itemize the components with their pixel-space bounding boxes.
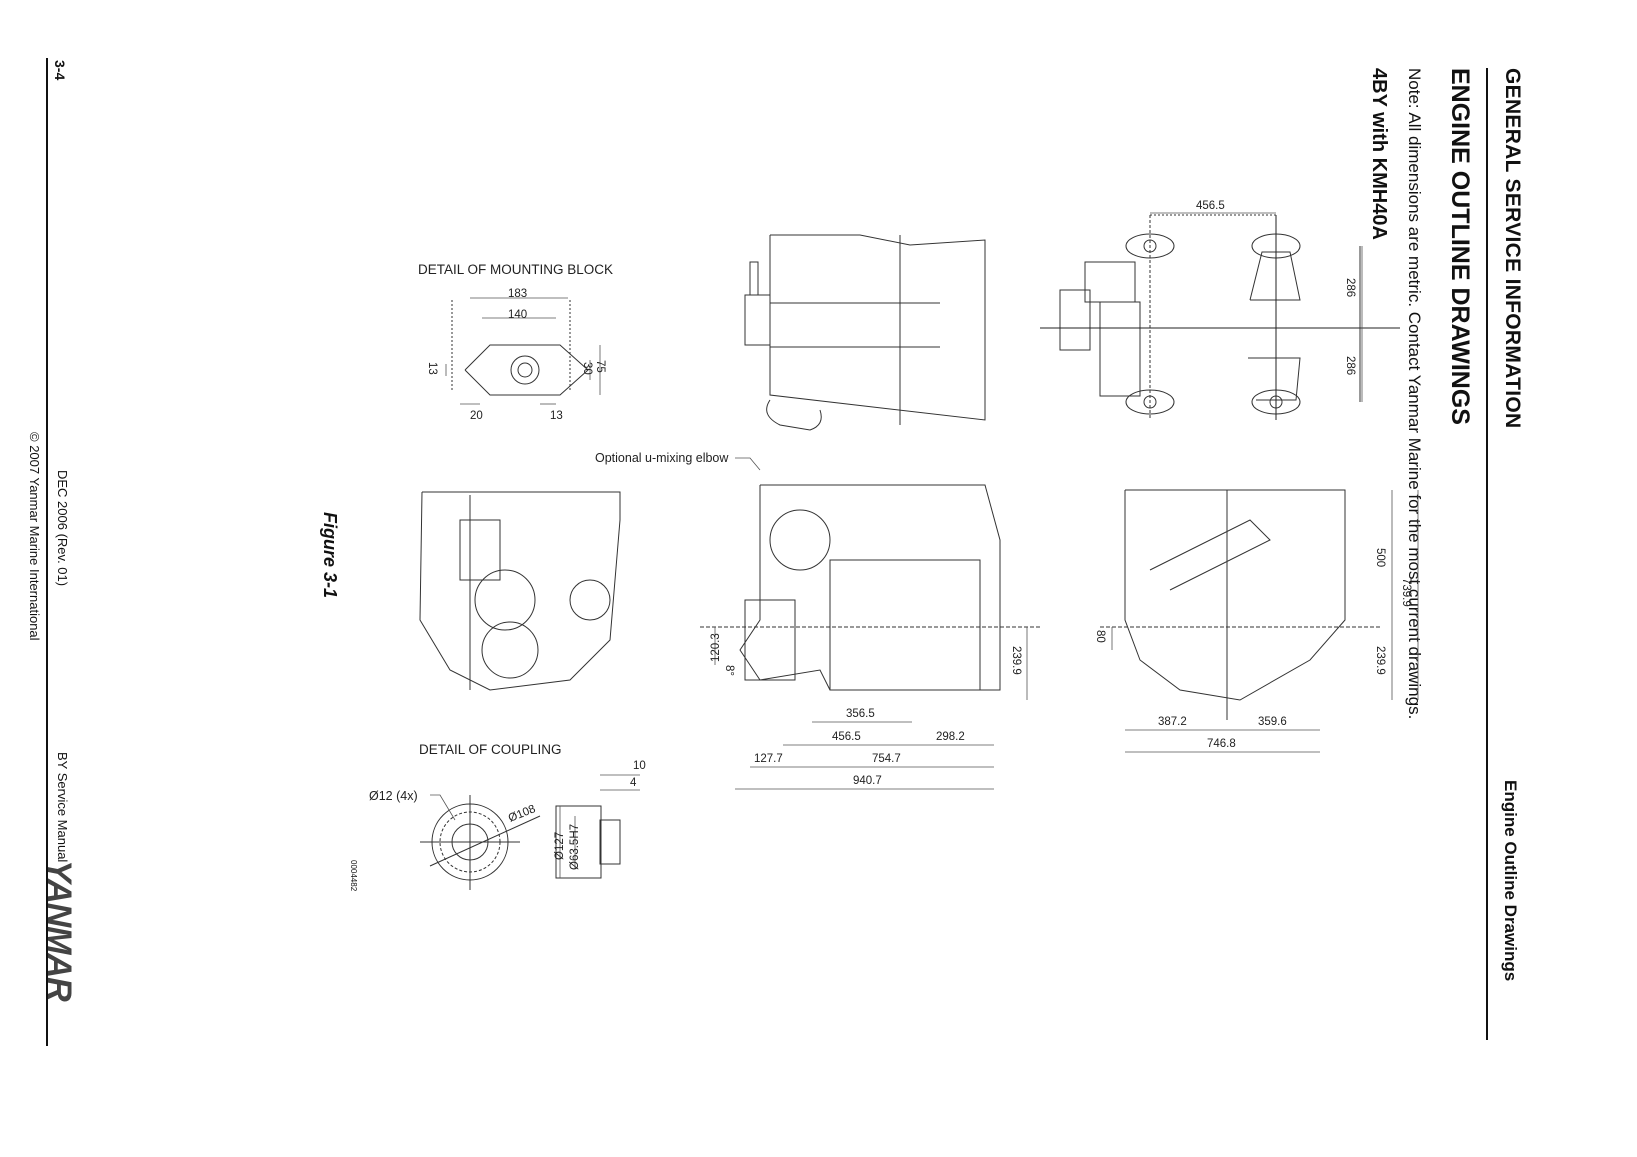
front-view-drawing [419, 491, 621, 691]
dim-cp-63: Ø63.5H7 [569, 823, 581, 870]
dim-rear-387: 387.2 [1158, 716, 1187, 728]
dim-mb-13b: 13 [550, 410, 563, 422]
mounting-block-drawing [451, 300, 589, 396]
dim-top-286a: 286 [1344, 278, 1356, 298]
side-profile-upper [744, 234, 986, 431]
rear-view-drawing [1100, 489, 1380, 720]
dim-mb-140: 140 [508, 309, 528, 321]
dim-cp-10: 10 [633, 760, 646, 772]
side-view-drawing [700, 484, 1040, 691]
dim-side-356: 356.5 [846, 708, 875, 720]
dim-rear-739: 739.9 [1400, 578, 1412, 607]
dim-rear-239: 239.9 [1374, 646, 1386, 675]
dim-mb-30: 30 [581, 362, 593, 375]
dim-mb-183: 183 [508, 288, 528, 300]
dim-side-120: 120.3 [710, 633, 722, 662]
dim-side-239: 239.9 [1010, 646, 1022, 675]
dim-rear-746: 746.8 [1207, 738, 1236, 750]
dim-side-940: 940.7 [853, 775, 882, 787]
dim-rear-80: 80 [1094, 630, 1106, 643]
dim-rear-500: 500 [1374, 548, 1386, 568]
dim-cp-4: 4 [630, 777, 637, 789]
coupling-title: DETAIL OF COUPLING [419, 742, 562, 757]
dim-side-angle: 8° [723, 665, 735, 676]
dim-top-456: 456.5 [1196, 200, 1225, 212]
mixing-elbow-label: Optional u-mixing elbow [595, 451, 729, 465]
dim-mb-20: 20 [470, 410, 483, 422]
dim-side-754: 754.7 [872, 753, 901, 765]
top-view-drawing [1040, 214, 1400, 420]
dim-rear-359: 359.6 [1258, 716, 1287, 728]
dim-side-456: 456.5 [832, 731, 861, 743]
dim-mb-13: 13 [426, 362, 438, 375]
footer-rule [46, 58, 48, 1046]
coupling-drawing [420, 795, 621, 890]
bolt-holes-label: Ø12 (4x) [369, 789, 418, 803]
header-rule [1486, 68, 1488, 1040]
dimension-lines [430, 212, 1419, 878]
dim-top-286b: 286 [1344, 356, 1356, 376]
mounting-block-title: DETAIL OF MOUNTING BLOCK [418, 262, 614, 277]
dim-mb-75: 75 [594, 360, 606, 373]
dim-cp-127: Ø127 [554, 831, 566, 860]
dim-side-298: 298.2 [936, 731, 965, 743]
dim-side-127: 127.7 [754, 753, 783, 765]
